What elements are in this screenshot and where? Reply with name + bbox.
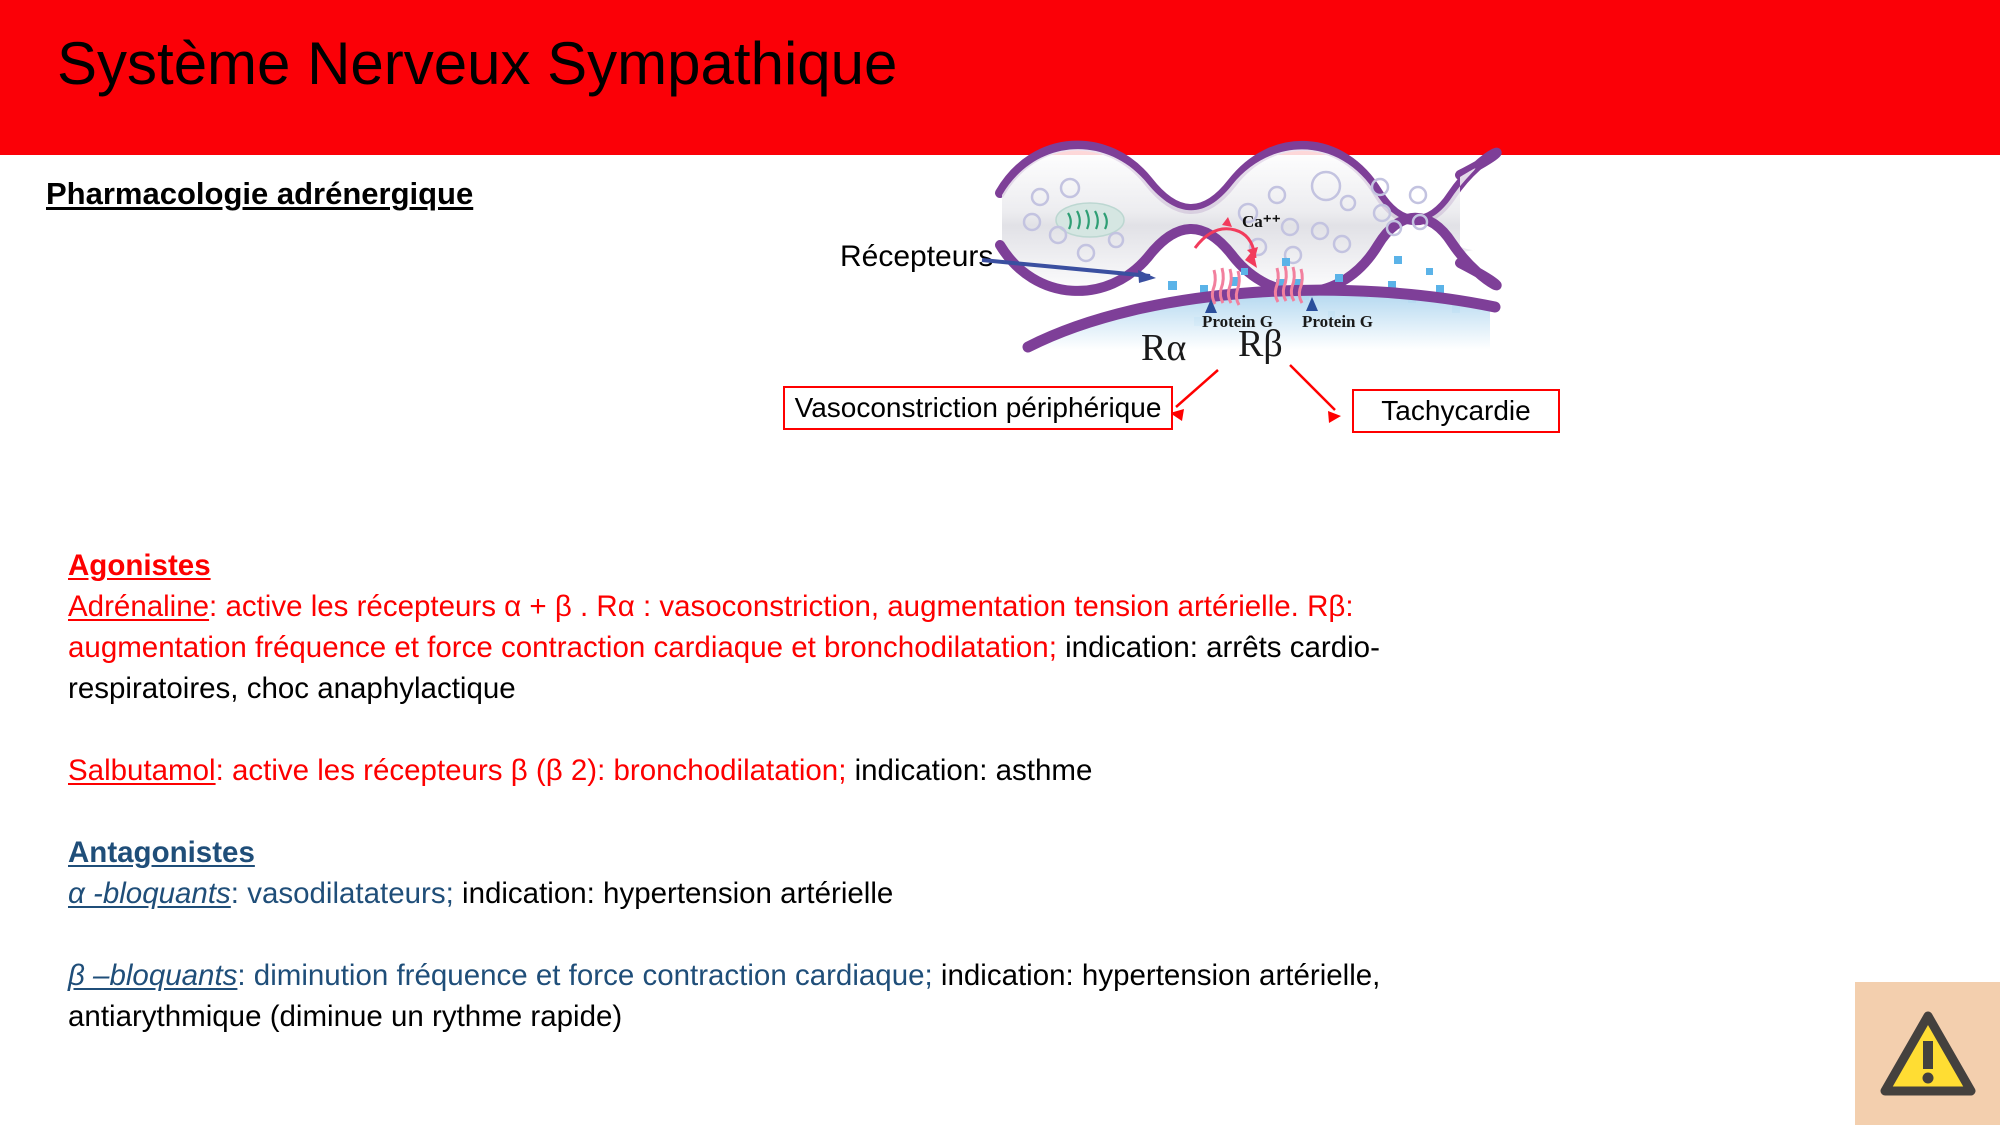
- antagonistes-heading: Antagonistes: [68, 836, 255, 869]
- spacer-2: [68, 791, 1408, 832]
- synapse-diagram: Ca⁺⁺: [990, 125, 2000, 470]
- adrenaline-term: Adrénaline: [68, 590, 210, 623]
- adrenaline-description-red: : active les récepteurs α + β . Rα : vas…: [68, 590, 1354, 664]
- body-text-block: Agonistes Adrénaline: active les récepte…: [68, 545, 1408, 1037]
- protein-g-right-label: Protein G: [1302, 312, 1373, 331]
- salbutamol-term: Salbutamol: [68, 754, 216, 787]
- warning-triangle-icon: [1880, 1011, 1975, 1095]
- header-band: [0, 0, 2000, 155]
- adrenaline-description-black: indication: arrêts cardio-respiratoires,…: [68, 631, 1380, 705]
- alpha-bloquants-term: α -bloquants: [68, 877, 231, 910]
- salbutamol-description-black: indication: asthme: [846, 754, 1093, 787]
- beta-bloquants-paragraph: β –bloquants: diminution fréquence et fo…: [68, 955, 1408, 1037]
- alpha-bloquants-description-black: indication: hypertension artérielle: [453, 877, 894, 910]
- outcome-box-vasoconstriction: Vasoconstriction périphérique: [783, 386, 1173, 430]
- warning-icon-container: [1855, 982, 2000, 1125]
- r-alpha-label: Rα: [1141, 327, 1187, 369]
- agonistes-heading-line: Agonistes: [68, 545, 1408, 586]
- beta-bloquants-description-blue: : diminution fréquence et force contract…: [237, 959, 933, 992]
- r-beta-label: Rβ: [1238, 323, 1283, 365]
- outcome-box-tachycardie: Tachycardie: [1352, 389, 1560, 433]
- recepteurs-pointer-arrow: [981, 258, 1156, 283]
- salbutamol-description-red: : active les récepteurs β (β 2): broncho…: [215, 754, 847, 787]
- beta-bloquants-term: β –bloquants: [68, 959, 238, 992]
- adrenaline-paragraph: Adrénaline: active les récepteurs α + β …: [68, 586, 1408, 709]
- salbutamol-paragraph: Salbutamol: active les récepteurs β (β 2…: [68, 750, 1408, 791]
- protein-g-left-label: Protein G: [1202, 312, 1273, 331]
- beta-bloquants-description-black: indication: hypertension artérielle, ant…: [68, 959, 1381, 1033]
- alpha-bloquants-description-blue: : vasodilatateurs;: [230, 877, 454, 910]
- alpha-bloquants-paragraph: α -bloquants: vasodilatateurs; indicatio…: [68, 873, 1408, 914]
- antagonistes-heading-line: Antagonistes: [68, 832, 1408, 873]
- page-title: Système Nerveux Sympathique: [57, 30, 898, 97]
- section-heading: Pharmacologie adrénergique: [46, 176, 474, 211]
- calcium-label: Ca⁺⁺: [1242, 212, 1281, 231]
- agonistes-heading: Agonistes: [68, 549, 211, 582]
- spacer-3: [68, 914, 1408, 955]
- spacer-1: [68, 709, 1408, 750]
- recepteurs-label: Récepteurs: [840, 240, 994, 273]
